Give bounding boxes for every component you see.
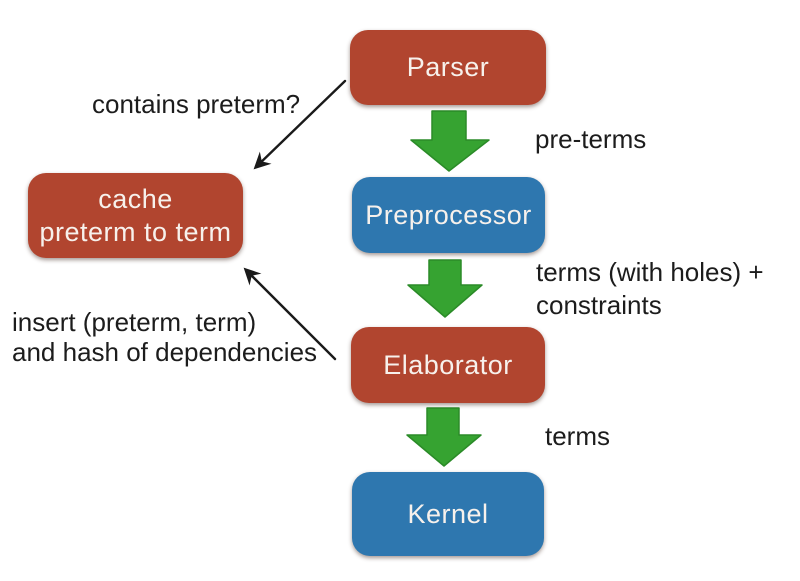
node-cache-label-line2: preterm to term xyxy=(39,216,232,247)
edge-label-terms-holes-line1: terms (with holes) + xyxy=(536,257,764,287)
node-parser-label: Parser xyxy=(406,52,490,82)
arrow-elaborator-to-cache xyxy=(243,267,337,361)
arrow-parser-to-cache xyxy=(253,79,347,170)
node-kernel: Kernel xyxy=(352,472,544,556)
node-parser: Parser xyxy=(350,30,546,105)
node-cache-label-line1: cache xyxy=(98,183,173,214)
node-kernel-label: Kernel xyxy=(407,498,489,529)
down-arrow-preprocessor-to-elaborator-icon xyxy=(407,259,483,318)
edge-label-terms-holes-line2: constraints xyxy=(536,290,662,320)
node-preprocessor: Preprocessor xyxy=(352,177,545,253)
edge-label-insert-hash-line1: insert (preterm, term) xyxy=(12,307,257,337)
edge-label-pre-terms: pre-terms xyxy=(535,124,647,154)
edge-label-terms-holes-constraints: terms (with holes) + constraints xyxy=(536,256,764,322)
edge-label-insert-hash: insert (preterm, term) and hash of depen… xyxy=(12,307,317,367)
edge-label-terms: terms xyxy=(545,421,610,451)
node-cache-label: cache preterm to term xyxy=(39,183,231,249)
edge-label-contains-preterm: contains preterm? xyxy=(92,89,301,119)
edge-label-insert-hash-line2: and hash of dependencies xyxy=(12,337,318,367)
down-arrow-parser-to-preprocessor-icon xyxy=(410,110,490,172)
node-cache: cache preterm to term xyxy=(28,173,243,258)
node-preprocessor-label: Preprocessor xyxy=(365,199,532,230)
node-elaborator-label: Elaborator xyxy=(383,349,513,380)
node-elaborator: Elaborator xyxy=(351,327,545,403)
down-arrow-elaborator-to-kernel-icon xyxy=(406,407,482,467)
